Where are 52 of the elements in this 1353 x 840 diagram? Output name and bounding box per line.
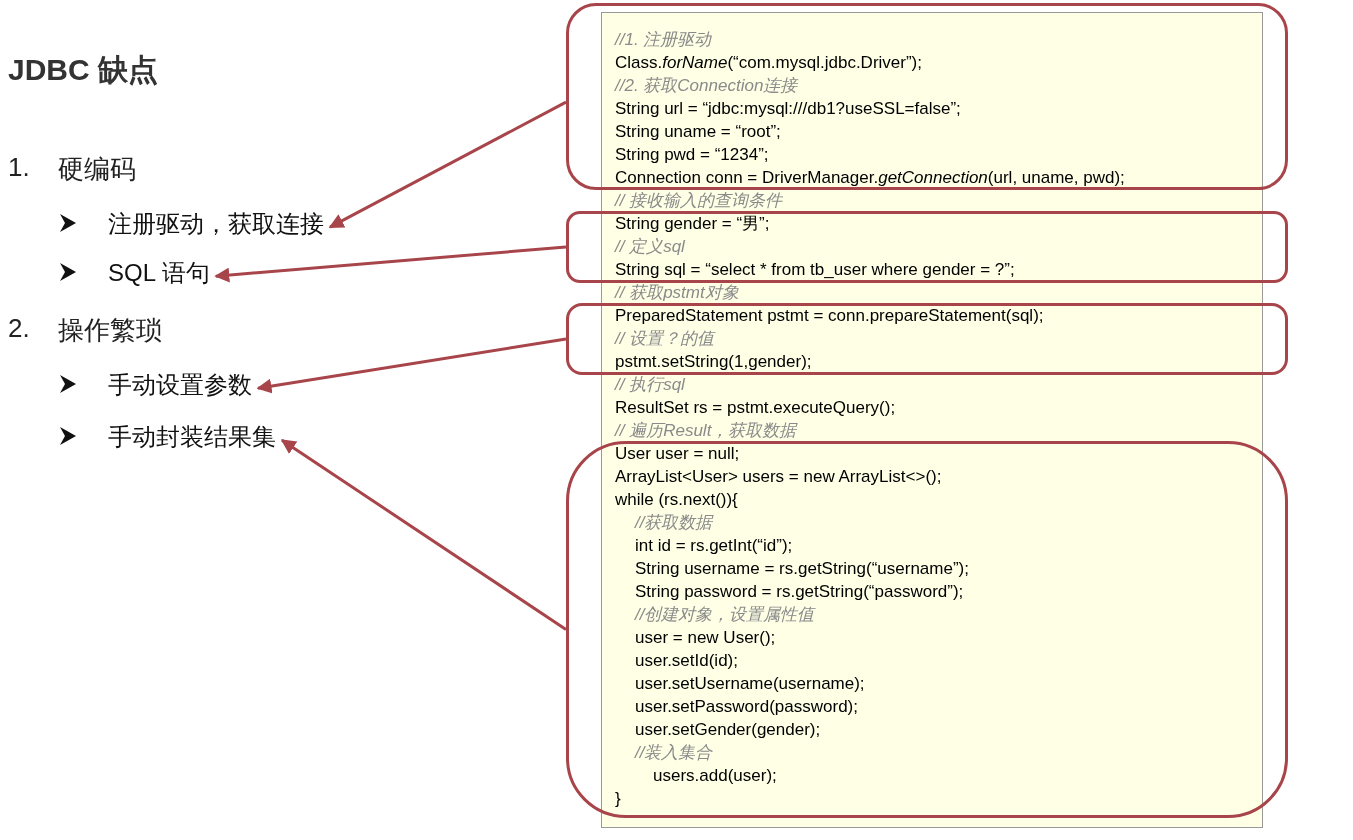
code-comment: // 设置？的值	[615, 328, 715, 350]
arrow	[256, 337, 567, 394]
list-number: 1.	[8, 152, 30, 183]
code-line: user.setUsername(username);	[635, 673, 865, 695]
list-heading: 操作繁琐	[58, 314, 162, 347]
list-item: SQL 语句	[108, 257, 210, 289]
code-line: String username = rs.getString(“username”);	[635, 558, 969, 580]
code-comment: //1. 注册驱动	[615, 29, 712, 51]
code-panel	[601, 12, 1263, 828]
code-comment: //2. 获取Connection连接	[615, 75, 798, 97]
code-line: user.setId(id);	[635, 650, 738, 672]
code-comment: //获取数据	[635, 512, 713, 534]
code-comment: // 定义sql	[615, 236, 685, 258]
code-line: String gender = “男”;	[615, 213, 770, 235]
list-item: 注册驱动，获取连接	[108, 208, 324, 240]
code-line: users.add(user);	[653, 765, 777, 787]
code-comment: // 执行sql	[615, 374, 685, 396]
highlight-frame	[566, 211, 1288, 283]
highlight-frame	[566, 303, 1288, 375]
list-heading: 硬编码	[58, 153, 136, 186]
code-line: User user = null;	[615, 443, 740, 465]
code-line: user.setGender(gender);	[635, 719, 821, 741]
code-line: Connection conn = DriverManager.getConnection(url, uname, pwd);	[615, 167, 1125, 189]
list-item: 手动设置参数	[108, 369, 252, 401]
slide-title: JDBC 缺点	[8, 52, 158, 88]
code-line: ArrayList<User> users = new ArrayList<>();	[615, 466, 942, 488]
code-line: pstmt.setString(1,gender);	[615, 351, 812, 373]
code-line: Class.forName(“com.mysql.jdbc.Driver”);	[615, 52, 922, 74]
code-line: String sql = “select * from tb_user where gender = ?”;	[615, 259, 1015, 281]
code-line: String password = rs.getString(“password”);	[635, 581, 964, 603]
code-line: String uname = “root”;	[615, 121, 781, 143]
code-line: int id = rs.getInt(“id”);	[635, 535, 793, 557]
arrow	[328, 100, 567, 229]
highlight-frame	[566, 441, 1288, 818]
code-comment: // 接收输入的查询条件	[615, 190, 783, 212]
highlight-frame	[566, 3, 1288, 190]
arrow	[280, 438, 567, 631]
code-line: String url = “jdbc:mysql:///db1?useSSL=false”;	[615, 98, 961, 120]
code-comment: //创建对象，设置属性值	[635, 604, 815, 626]
code-line: user = new User();	[635, 627, 776, 649]
code-line: PreparedStatement pstmt = conn.prepareStatement(sql);	[615, 305, 1044, 327]
code-line: user.setPassword(password);	[635, 696, 858, 718]
code-line: }	[615, 788, 621, 810]
code-comment: // 获取pstmt对象	[615, 282, 739, 304]
code-line: ResultSet rs = pstmt.executeQuery();	[615, 397, 896, 419]
code-comment: // 遍历Result，获取数据	[615, 420, 797, 442]
list-number: 2.	[8, 313, 30, 344]
code-line: String pwd = “1234”;	[615, 144, 769, 166]
arrow	[214, 245, 567, 283]
code-line: while (rs.next()){	[615, 489, 738, 511]
list-item: 手动封装结果集	[108, 421, 276, 453]
code-comment: //装入集合	[635, 742, 713, 764]
